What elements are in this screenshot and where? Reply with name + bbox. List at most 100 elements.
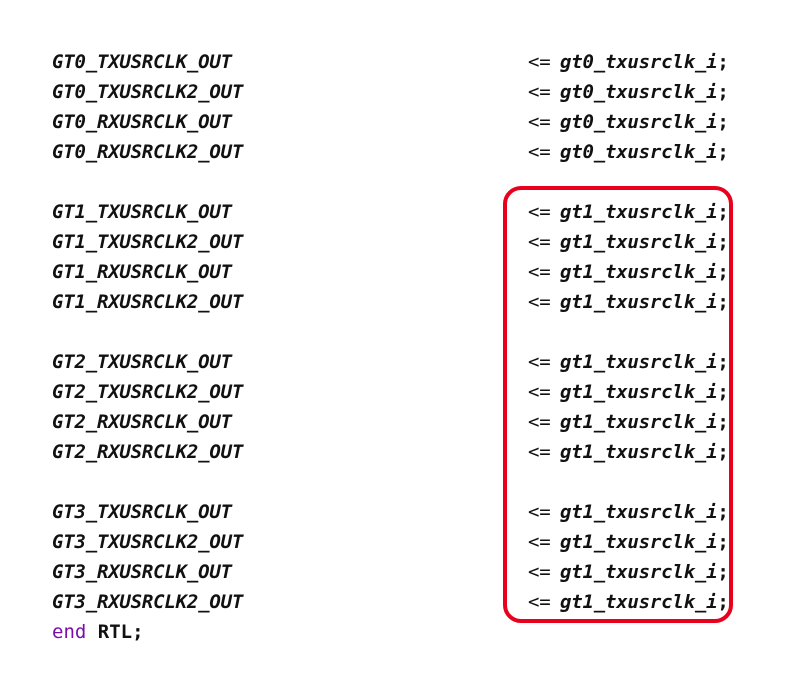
source-signal: gt0_txusrclk_i; <box>560 111 729 133</box>
signal-name: GT0_TXUSRCLK2_OUT <box>52 81 244 103</box>
source-signal: gt1_txusrclk_i; <box>560 261 729 283</box>
assignment-operator: <= <box>528 441 551 463</box>
source-signal: gt1_txusrclk_i; <box>560 591 729 613</box>
code-line: GT3_RXUSRCLK_OUT <= gt1_txusrclk_i; <box>0 561 800 591</box>
code-line: GT1_TXUSRCLK_OUT <= gt1_txusrclk_i; <box>0 201 800 231</box>
semicolon: ; <box>717 111 729 133</box>
source-signal-name: gt1_txusrclk_i <box>560 591 718 613</box>
semicolon: ; <box>717 351 729 373</box>
code-line: GT0_TXUSRCLK2_OUT <= gt0_txusrclk_i; <box>0 81 800 111</box>
semicolon: ; <box>717 261 729 283</box>
source-signal-name: gt0_txusrclk_i <box>560 51 718 73</box>
source-signal: gt0_txusrclk_i; <box>560 81 729 103</box>
source-signal-name: gt1_txusrclk_i <box>560 231 718 253</box>
source-signal: gt1_txusrclk_i; <box>560 201 729 223</box>
source-signal-name: gt1_txusrclk_i <box>560 441 718 463</box>
code-line: GT2_TXUSRCLK2_OUT <= gt1_txusrclk_i; <box>0 381 800 411</box>
semicolon: ; <box>717 81 729 103</box>
end-statement: end RTL; <box>52 621 144 643</box>
signal-name: GT0_RXUSRCLK2_OUT <box>52 141 244 163</box>
source-signal-name: gt0_txusrclk_i <box>560 81 718 103</box>
source-signal: gt1_txusrclk_i; <box>560 561 729 583</box>
signal-name: GT2_TXUSRCLK_OUT <box>52 351 232 373</box>
source-signal: gt1_txusrclk_i; <box>560 351 729 373</box>
semicolon: ; <box>717 201 729 223</box>
semicolon: ; <box>717 51 729 73</box>
source-signal-name: gt1_txusrclk_i <box>560 351 718 373</box>
code-line: GT1_TXUSRCLK2_OUT <= gt1_txusrclk_i; <box>0 231 800 261</box>
assignment-operator: <= <box>528 561 551 583</box>
source-signal-name: gt1_txusrclk_i <box>560 381 718 403</box>
signal-name: GT1_TXUSRCLK_OUT <box>52 201 232 223</box>
code-line: GT3_RXUSRCLK2_OUT <= gt1_txusrclk_i; <box>0 591 800 621</box>
assignment-operator: <= <box>528 381 551 403</box>
code-line: GT1_RXUSRCLK2_OUT <= gt1_txusrclk_i; <box>0 291 800 321</box>
signal-name: GT3_TXUSRCLK_OUT <box>52 501 232 523</box>
source-signal: gt0_txusrclk_i; <box>560 141 729 163</box>
source-signal-name: gt0_txusrclk_i <box>560 141 718 163</box>
source-signal-name: gt0_txusrclk_i <box>560 111 718 133</box>
code-line: GT3_TXUSRCLK_OUT <= gt1_txusrclk_i; <box>0 501 800 531</box>
source-signal: gt1_txusrclk_i; <box>560 501 729 523</box>
code-line: GT0_RXUSRCLK2_OUT <= gt0_txusrclk_i; <box>0 141 800 171</box>
source-signal-name: gt1_txusrclk_i <box>560 261 718 283</box>
signal-name: GT2_TXUSRCLK2_OUT <box>52 381 244 403</box>
assignment-operator: <= <box>528 141 551 163</box>
signal-name: GT1_RXUSRCLK_OUT <box>52 261 232 283</box>
assignment-operator: <= <box>528 111 551 133</box>
semicolon: ; <box>717 441 729 463</box>
end-name: RTL; <box>97 621 144 643</box>
source-signal: gt1_txusrclk_i; <box>560 291 729 313</box>
end-keyword: end <box>52 621 87 643</box>
signal-name: GT0_TXUSRCLK_OUT <box>52 51 232 73</box>
semicolon: ; <box>717 231 729 253</box>
signal-name: GT3_RXUSRCLK_OUT <box>52 561 232 583</box>
assignment-operator: <= <box>528 81 551 103</box>
highlight-box <box>503 186 733 623</box>
source-signal: gt0_txusrclk_i; <box>560 51 729 73</box>
source-signal-name: gt1_txusrclk_i <box>560 291 718 313</box>
code-line: GT3_TXUSRCLK2_OUT <= gt1_txusrclk_i; <box>0 531 800 561</box>
code-line: GT1_RXUSRCLK_OUT <= gt1_txusrclk_i; <box>0 261 800 291</box>
assignment-operator: <= <box>528 351 551 373</box>
assignment-operator: <= <box>528 201 551 223</box>
assignment-operator: <= <box>528 231 551 253</box>
signal-name: GT3_RXUSRCLK2_OUT <box>52 591 244 613</box>
source-signal-name: gt1_txusrclk_i <box>560 501 718 523</box>
code-line: GT2_RXUSRCLK2_OUT <= gt1_txusrclk_i; <box>0 441 800 471</box>
source-signal-name: gt1_txusrclk_i <box>560 531 718 553</box>
source-signal: gt1_txusrclk_i; <box>560 231 729 253</box>
signal-name: GT3_TXUSRCLK2_OUT <box>52 531 244 553</box>
semicolon: ; <box>717 381 729 403</box>
signal-name: GT1_RXUSRCLK2_OUT <box>52 291 244 313</box>
semicolon: ; <box>717 561 729 583</box>
code-line: GT2_TXUSRCLK_OUT <= gt1_txusrclk_i; <box>0 351 800 381</box>
assignment-operator: <= <box>528 411 551 433</box>
semicolon: ; <box>717 531 729 553</box>
assignment-operator: <= <box>528 291 551 313</box>
source-signal-name: gt1_txusrclk_i <box>560 561 718 583</box>
signal-name: GT2_RXUSRCLK_OUT <box>52 411 232 433</box>
semicolon: ; <box>717 591 729 613</box>
semicolon: ; <box>717 501 729 523</box>
source-signal: gt1_txusrclk_i; <box>560 411 729 433</box>
semicolon: ; <box>717 141 729 163</box>
signal-name: GT0_RXUSRCLK_OUT <box>52 111 232 133</box>
assignment-operator: <= <box>528 51 551 73</box>
source-signal: gt1_txusrclk_i; <box>560 381 729 403</box>
source-signal-name: gt1_txusrclk_i <box>560 201 718 223</box>
signal-name: GT1_TXUSRCLK2_OUT <box>52 231 244 253</box>
assignment-operator: <= <box>528 501 551 523</box>
assignment-operator: <= <box>528 261 551 283</box>
semicolon: ; <box>717 291 729 313</box>
assignment-operator: <= <box>528 591 551 613</box>
code-line: GT0_RXUSRCLK_OUT <= gt0_txusrclk_i; <box>0 111 800 141</box>
assignment-operator: <= <box>528 531 551 553</box>
source-signal-name: gt1_txusrclk_i <box>560 411 718 433</box>
code-line: GT0_TXUSRCLK_OUT <= gt0_txusrclk_i; <box>0 51 800 81</box>
code-line: GT2_RXUSRCLK_OUT <= gt1_txusrclk_i; <box>0 411 800 441</box>
semicolon: ; <box>717 411 729 433</box>
source-signal: gt1_txusrclk_i; <box>560 531 729 553</box>
signal-name: GT2_RXUSRCLK2_OUT <box>52 441 244 463</box>
